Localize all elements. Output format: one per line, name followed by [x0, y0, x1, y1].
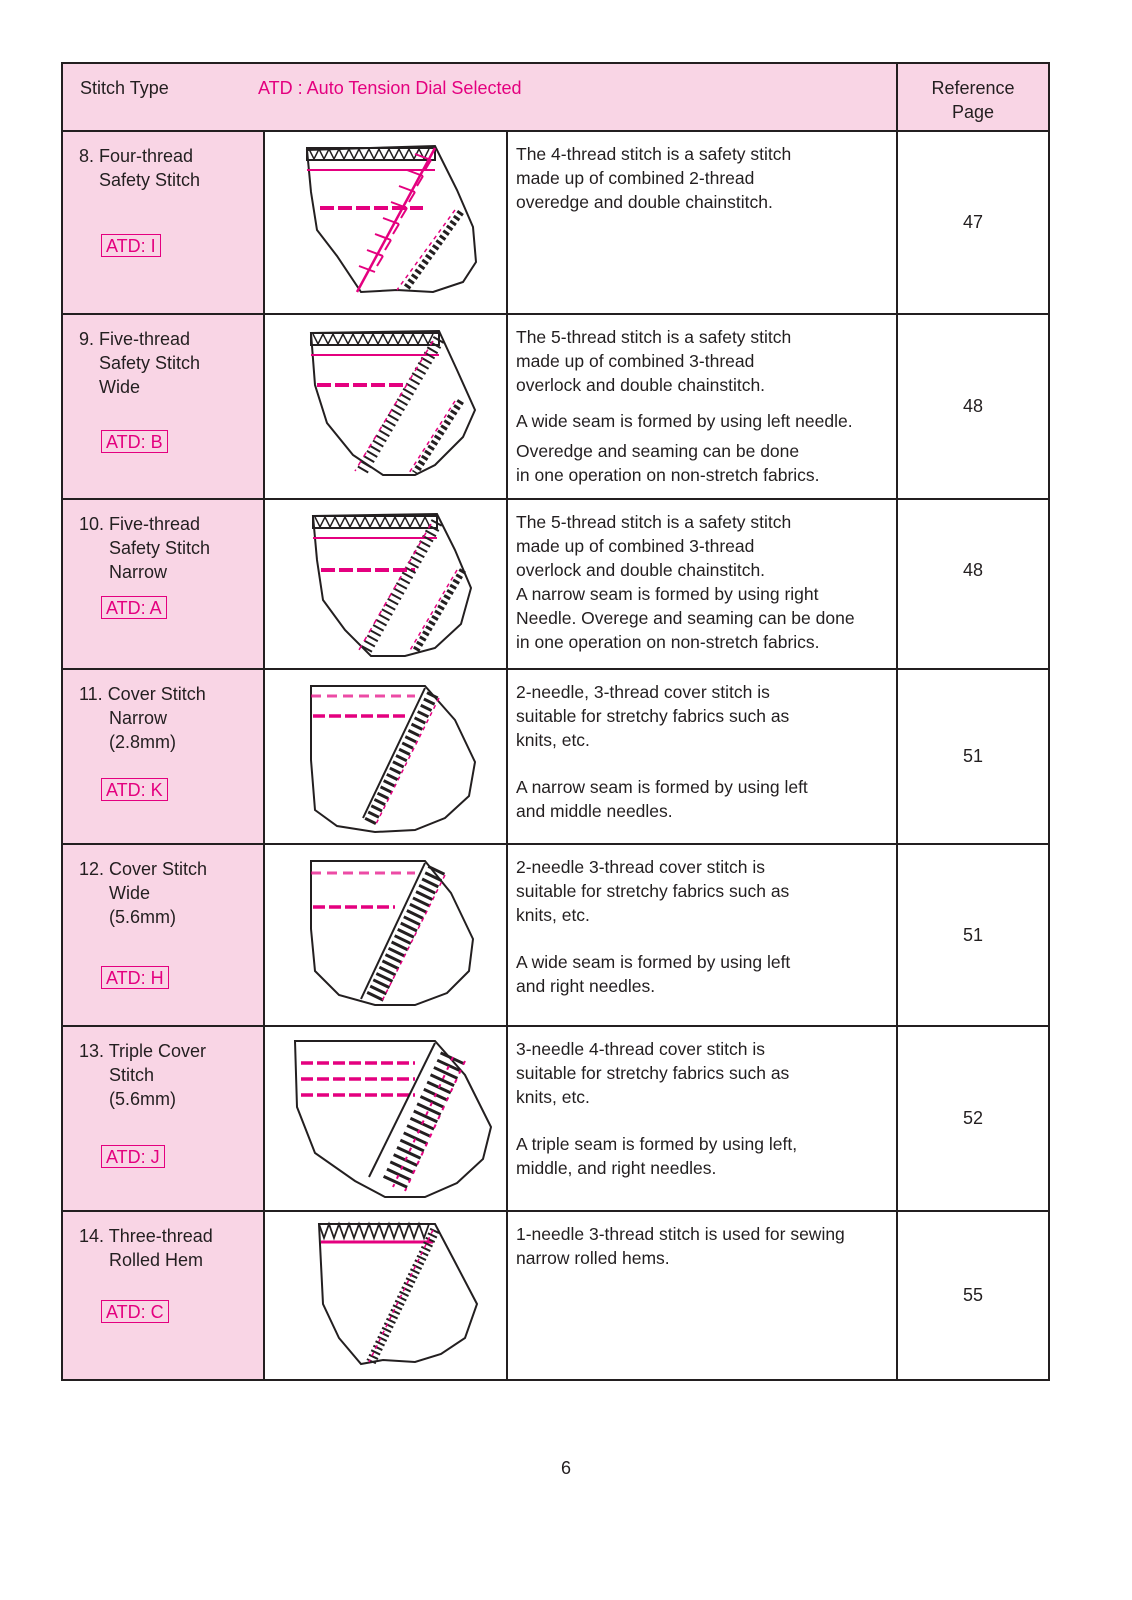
- table-row: 9. Five-thread Safety Stitch Wide ATD: B…: [61, 313, 1051, 500]
- stitch-description-cell: 2-needle, 3-thread cover stitch is suita…: [505, 668, 899, 845]
- table-row: 13. Triple Cover Stitch (5.6mm) ATD: J 3…: [61, 1025, 1051, 1212]
- stitch-name-cell: 10. Five-thread Safety Stitch Narrow ATD…: [61, 498, 265, 670]
- stitch-description-cell: 2-needle 3-thread cover stitch is suitab…: [505, 843, 899, 1027]
- stitch-name-cell: 12. Cover Stitch Wide (5.6mm) ATD: H: [61, 843, 265, 1027]
- stitch-name: 13. Triple Cover Stitch (5.6mm): [79, 1041, 207, 1109]
- stitch-name-cell: 13. Triple Cover Stitch (5.6mm) ATD: J: [61, 1025, 265, 1212]
- table-row: 14. Three-thread Rolled Hem ATD: C 1-nee…: [61, 1210, 1051, 1381]
- reference-page-cell: 48: [896, 498, 1051, 670]
- stitch-name-cell: 9. Five-thread Safety Stitch Wide ATD: B: [61, 313, 265, 500]
- stitch-name: 9. Five-thread Safety Stitch Wide: [79, 329, 201, 397]
- five-thread-wide-stitch-illustration: [309, 329, 477, 477]
- description-text: 3-needle 4-thread cover stitch is suitab…: [516, 1039, 790, 1107]
- description-text: A narrow seam is formed by using left an…: [516, 777, 808, 821]
- atd-setting-badge: ATD: H: [101, 966, 169, 989]
- stitch-description-cell: 1-needle 3-thread stitch is used for sew…: [505, 1210, 899, 1381]
- stitch-illustration-cell: [263, 498, 508, 670]
- cover-stitch-narrow-illustration: [310, 685, 477, 834]
- stitch-type-header: Stitch Type: [80, 78, 169, 98]
- stitch-name-cell: 11. Cover Stitch Narrow (2.8mm) ATD: K: [61, 668, 265, 845]
- atd-legend: ATD : Auto Tension Dial Selected: [258, 78, 522, 98]
- stitch-description-cell: The 5-thread stitch is a safety stitch m…: [505, 498, 899, 670]
- atd-setting-badge: ATD: I: [101, 234, 161, 257]
- stitch-name: 11. Cover Stitch Narrow (2.8mm): [79, 684, 206, 752]
- description-text: 1-needle 3-thread stitch is used for sew…: [516, 1224, 845, 1268]
- reference-page-cell: 51: [896, 668, 1051, 845]
- stitch-illustration-cell: [263, 668, 508, 845]
- reference-page-cell: 55: [896, 1210, 1051, 1381]
- reference-page-number: 48: [963, 560, 984, 580]
- reference-page-cell: 51: [896, 843, 1051, 1027]
- three-thread-rolled-hem-illustration: [317, 1221, 479, 1366]
- stitch-description-cell: The 5-thread stitch is a safety stitch m…: [505, 313, 899, 500]
- stitch-illustration-cell: [263, 843, 508, 1027]
- table-row: 12. Cover Stitch Wide (5.6mm) ATD: H 2-n…: [61, 843, 1051, 1027]
- description-text: 2-needle 3-thread cover stitch is suitab…: [516, 857, 790, 925]
- stitch-type-table: Stitch Type ATD : Auto Tension Dial Sele…: [60, 62, 1051, 1381]
- atd-setting-badge: ATD: K: [101, 778, 168, 801]
- reference-page-cell: 47: [896, 130, 1051, 315]
- atd-setting-badge: ATD: A: [101, 596, 167, 619]
- description-text: A triple seam is formed by using left, m…: [516, 1134, 798, 1178]
- stitch-name: 8. Four-thread Safety Stitch: [79, 146, 201, 190]
- table-row: 11. Cover Stitch Narrow (2.8mm) ATD: K 2…: [61, 668, 1051, 845]
- cover-stitch-wide-illustration: [310, 860, 475, 1006]
- four-thread-safety-stitch-illustration: [305, 144, 478, 294]
- atd-setting-badge: ATD: J: [101, 1145, 165, 1168]
- stitch-illustration-cell: [263, 130, 508, 315]
- reference-header-line1: Reference: [931, 78, 1015, 98]
- reference-page-cell: 48: [896, 313, 1051, 500]
- page-number: 6: [560, 1458, 571, 1478]
- stitch-illustration-cell: [263, 1210, 508, 1381]
- stitch-description-cell: The 4-thread stitch is a safety stitch m…: [505, 130, 899, 315]
- stitch-name-cell: 14. Three-thread Rolled Hem ATD: C: [61, 1210, 265, 1381]
- stitch-name: 12. Cover Stitch Wide (5.6mm): [79, 859, 208, 927]
- description-text: The 4-thread stitch is a safety stitch m…: [516, 144, 792, 212]
- five-thread-narrow-stitch-illustration: [311, 512, 473, 657]
- header-main-cell: Stitch Type ATD : Auto Tension Dial Sele…: [60, 62, 899, 132]
- stitch-name-cell: 8. Four-thread Safety Stitch ATD: I: [61, 130, 265, 315]
- description-text: 2-needle, 3-thread cover stitch is suita…: [516, 682, 790, 750]
- description-text: The 5-thread stitch is a safety stitch m…: [516, 512, 855, 652]
- triple-cover-stitch-illustration: [293, 1040, 493, 1198]
- atd-setting-badge: ATD: B: [101, 430, 168, 453]
- stitch-illustration-cell: [263, 1025, 508, 1212]
- description-text: Overedge and seaming can be done in one …: [516, 441, 820, 485]
- description-text: A wide seam is formed by using left and …: [516, 952, 791, 996]
- table-row: 10. Five-thread Safety Stitch Narrow ATD…: [61, 498, 1051, 670]
- stitch-name: 14. Three-thread Rolled Hem: [79, 1226, 213, 1270]
- stitch-description-cell: 3-needle 4-thread cover stitch is suitab…: [505, 1025, 899, 1212]
- table-header-row: Stitch Type ATD : Auto Tension Dial Sele…: [60, 62, 1051, 132]
- reference-header-line2: Page: [952, 102, 995, 122]
- atd-setting-badge: ATD: C: [101, 1300, 169, 1323]
- reference-page-cell: 52: [896, 1025, 1051, 1212]
- stitch-illustration-cell: [263, 313, 508, 500]
- stitch-name: 10. Five-thread Safety Stitch Narrow: [79, 514, 211, 582]
- reference-page-header: Reference Page: [896, 62, 1051, 132]
- table-row: 8. Four-thread Safety Stitch ATD: I The …: [61, 130, 1051, 315]
- description-text: A wide seam is formed by using left need…: [516, 411, 853, 431]
- description-text: The 5-thread stitch is a safety stitch m…: [516, 327, 792, 395]
